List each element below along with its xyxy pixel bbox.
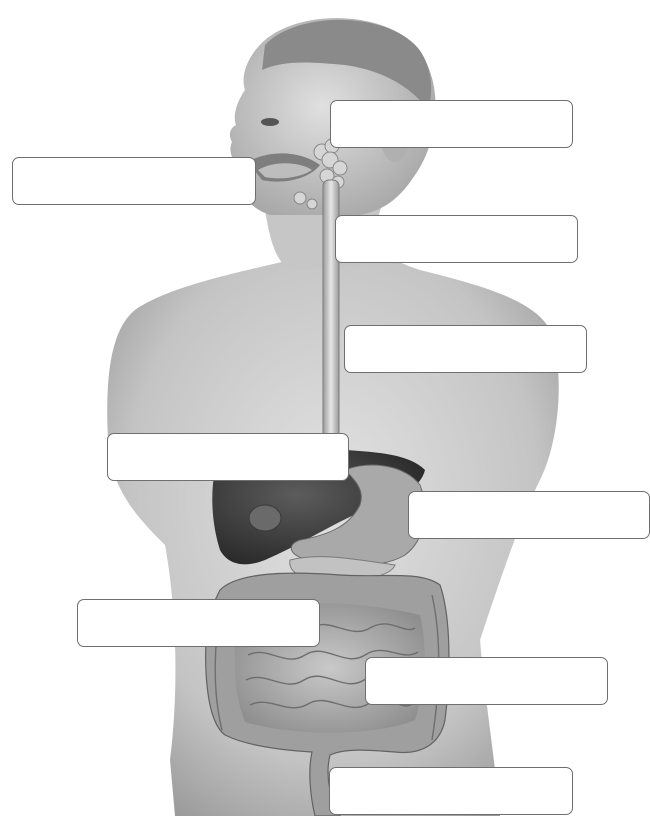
- label-box-esophagus[interactable]: [344, 325, 587, 373]
- gallbladder: [249, 505, 281, 531]
- label-box-gallbladder[interactable]: [77, 599, 320, 647]
- label-box-mouth[interactable]: [12, 157, 256, 205]
- label-box-large-intestine[interactable]: [329, 767, 573, 815]
- label-box-salivary-glands[interactable]: [330, 100, 573, 148]
- label-box-small-intestine[interactable]: [365, 657, 608, 705]
- label-box-liver[interactable]: [107, 433, 349, 481]
- label-box-stomach[interactable]: [408, 491, 650, 539]
- eye: [261, 118, 279, 126]
- label-box-pharynx[interactable]: [335, 215, 578, 263]
